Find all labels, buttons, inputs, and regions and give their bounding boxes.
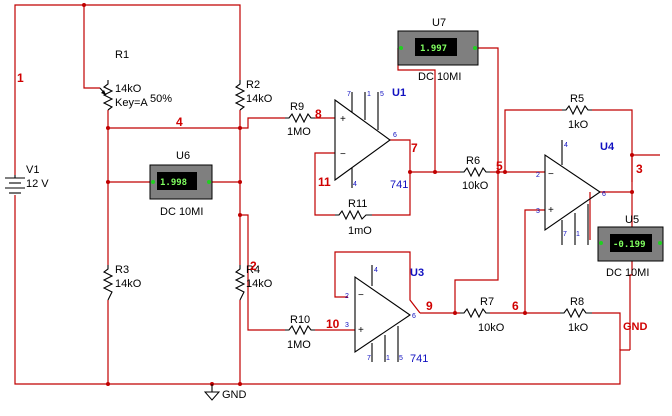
ground-symbol: GND: [203, 384, 247, 401]
r5-value: 1kO: [568, 119, 589, 131]
r6-value: 10kO: [462, 180, 489, 192]
meter-u7: 1.997 U7 DC 10MI: [397, 17, 479, 83]
svg-text:5: 5: [399, 355, 403, 362]
r4-value: 14kO: [246, 278, 273, 290]
battery-v1: V1 12 V: [5, 164, 49, 194]
r1-setting: 50%: [150, 93, 172, 105]
r6-ref: R6: [466, 155, 480, 167]
r2-value: 14kO: [246, 93, 273, 105]
svg-text:−: −: [548, 169, 554, 180]
resistor-r4: R4 14kO: [234, 264, 273, 301]
r10-value: 1MO: [287, 339, 311, 351]
resistor-r7: R7 10kO: [460, 296, 505, 334]
svg-text:1: 1: [576, 231, 580, 238]
net-8: 8: [315, 107, 322, 121]
opamp-u3: − + 4 2 3 6 7 1 5 U3 741: [345, 265, 428, 365]
r4-ref: R4: [246, 264, 260, 276]
net-1: 1: [17, 71, 24, 85]
resistor-r11: R11 1mO: [335, 198, 372, 237]
u3-ref: U3: [410, 267, 424, 279]
svg-text:+: +: [548, 205, 554, 216]
u6-ref: U6: [176, 150, 190, 162]
svg-text:1: 1: [367, 91, 371, 98]
meter-u6: 1.998 U6 DC 10MI: [149, 150, 213, 218]
meter-u5: -0.199 U5 DC 10MI: [597, 214, 664, 279]
r7-ref: R7: [480, 296, 494, 308]
opamp-u1: + − 7 1 5 4 6 U1 741: [334, 87, 408, 191]
r9-ref: R9: [290, 101, 304, 113]
pot-r1: R1 14kO Key=A 50%: [99, 49, 172, 111]
r8-value: 1kO: [568, 322, 589, 334]
svg-text:6: 6: [602, 191, 606, 198]
opamp-u4: − + 4 2 3 6 7 1 U4: [536, 140, 615, 245]
svg-text:4: 4: [353, 181, 357, 188]
r10-ref: R10: [290, 314, 310, 326]
resistor-r10: R10 1MO: [285, 314, 315, 351]
resistor-r2: R2 14kO: [234, 79, 273, 111]
u4-ref: U4: [600, 141, 615, 153]
u7-reading: 1.997: [420, 44, 447, 54]
r1-key: Key=A: [115, 97, 148, 109]
net-10: 10: [326, 317, 340, 331]
net-7: 7: [411, 141, 418, 155]
gnd-label-right: GND: [623, 321, 648, 333]
svg-text:−: −: [340, 149, 346, 160]
resistor-r6: R6 10kO: [460, 155, 490, 192]
net-labels: 1 2 3 4 5 6 7 8 9 10 11: [17, 71, 643, 331]
resistor-r3: R3 14kO: [102, 264, 142, 301]
v1-ref: V1: [26, 164, 39, 176]
r1-ref: R1: [115, 49, 129, 61]
resistor-r5: R5 1kO: [562, 93, 592, 131]
r3-ref: R3: [115, 264, 129, 276]
r1-value: 14kO: [115, 83, 142, 95]
u5-reading: -0.199: [613, 240, 646, 250]
net-11: 11: [318, 175, 331, 189]
svg-text:7: 7: [367, 355, 371, 362]
svg-text:−: −: [358, 290, 364, 301]
u5-mode: DC 10MI: [606, 267, 649, 279]
svg-text:5: 5: [380, 91, 384, 98]
r11-ref: R11: [348, 198, 367, 210]
u7-mode: DC 10MI: [418, 71, 461, 83]
net-4: 4: [176, 115, 183, 129]
svg-text:6: 6: [412, 313, 416, 320]
r7-value: 10kO: [478, 322, 505, 334]
r5-ref: R5: [570, 93, 584, 105]
u1-ref: U1: [392, 87, 406, 99]
resistor-r8: R8 1kO: [560, 296, 592, 334]
u1-model: 741: [390, 179, 408, 191]
r8-ref: R8: [570, 296, 584, 308]
net-9: 9: [426, 299, 433, 313]
r9-value: 1MO: [287, 126, 311, 138]
net-2: 2: [250, 259, 257, 273]
net-3: 3: [636, 162, 643, 176]
svg-text:6: 6: [393, 132, 397, 139]
net-5: 5: [496, 159, 503, 173]
svg-text:+: +: [358, 325, 364, 336]
junctions: [82, 3, 634, 386]
svg-text:4: 4: [374, 267, 378, 274]
net-6: 6: [512, 299, 519, 313]
svg-text:1: 1: [386, 355, 390, 362]
r3-value: 14kO: [115, 278, 142, 290]
svg-text:2: 2: [536, 172, 540, 179]
u6-reading: 1.998: [160, 178, 187, 188]
gnd-label-main: GND: [222, 389, 247, 401]
r11-value: 1mO: [348, 225, 372, 237]
svg-text:4: 4: [564, 142, 568, 149]
u3-model: 741: [410, 353, 428, 365]
svg-text:2: 2: [345, 293, 349, 300]
r2-ref: R2: [246, 79, 260, 91]
u6-mode: DC 10MI: [160, 206, 203, 218]
svg-text:+: +: [340, 114, 346, 125]
svg-text:3: 3: [536, 208, 540, 215]
resistor-r9: R9 1MO: [285, 101, 315, 138]
svg-text:7: 7: [347, 91, 351, 98]
u5-ref: U5: [625, 214, 639, 226]
v1-value: 12 V: [26, 178, 49, 190]
svg-text:7: 7: [563, 231, 567, 238]
u7-ref: U7: [432, 17, 446, 29]
svg-text:3: 3: [345, 322, 349, 329]
